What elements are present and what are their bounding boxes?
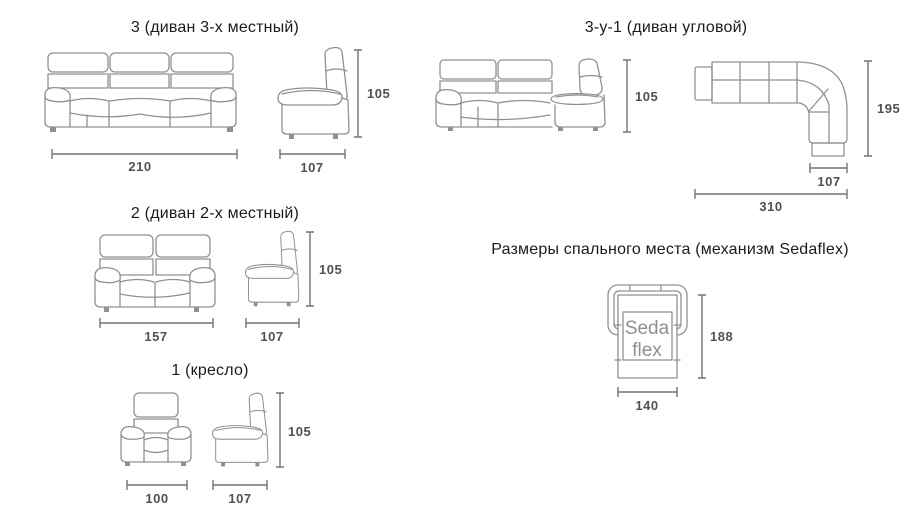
sofa3-height-label: 105 [367,86,390,101]
armchair-depth-dimension-line [212,480,268,490]
sofa2-height-label: 105 [319,262,342,277]
sofa2-depth-dimension-line [245,318,300,328]
armchair-front-view: 100 [120,392,192,506]
armchair-side-view: 105 107 [212,392,311,506]
corner-plan-depth-dimension-line [864,60,872,157]
sofa3-width-dimension-line [51,149,238,159]
armchair-title: 1 (кресло) [171,362,249,379]
sofa3-side-view: 105 107 [277,46,390,175]
sofa3-depth-label: 107 [300,160,323,175]
sedaflex-length-dimension-line [698,294,706,379]
armchair-width-label: 100 [145,491,168,506]
corner-sofa-plan-view: 195 107 310 [694,60,900,214]
corner-height-label: 105 [635,89,658,104]
armchair-depth-label: 107 [228,491,251,506]
sofa2-depth-label: 107 [260,329,283,344]
sofa2-width-dimension-line [99,318,214,328]
sedaflex-width-label: 140 [635,398,658,413]
sofa3-height-dimension-line [354,49,362,138]
armchair-width-dimension-line [126,480,188,490]
corner-total-width-dimension-line [694,189,848,199]
corner-sofa-front-view: 105 [435,58,658,133]
sofa2-title: 2 (диван 2-х местный) [130,205,300,222]
sedaflex-width-dimension-line [617,387,678,397]
sofa2-side-view: 105 107 [244,230,342,344]
sofa3-depth-dimension-line [279,149,346,159]
sofa2-side-drawing [244,230,300,307]
sofa3-width-label: 210 [128,159,151,174]
corner-section-width-label: 107 [817,174,840,189]
sedaflex-brand-line1: Seda [625,318,670,339]
armchair-front-drawing [120,392,192,466]
sofa3-front-drawing [44,52,237,132]
sedaflex-length-label: 188 [710,329,733,344]
sofa3-front-view: 210 [44,52,238,174]
corner-sofa-front-drawing [435,58,606,131]
corner-section-width-dimension-line [809,163,848,173]
corner-sofa-title: 3-у-1 (диван угловой) [584,19,748,36]
sofa3-title: 3 (диван 3-х местный) [130,19,300,36]
sofa2-front-view: 157 [94,234,216,344]
sedaflex-brand-line2: flex [632,340,662,361]
armchair-side-drawing [212,392,269,467]
sofa2-front-drawing [94,234,216,312]
sedaflex-drawing: Seda flex [607,284,688,379]
sedaflex-title: Размеры спального места (механизм Sedafl… [491,241,849,258]
armchair-height-label: 105 [288,424,311,439]
sofa2-height-dimension-line [306,231,314,307]
sedaflex-plan-view: Seda flex 188 140 [607,284,733,413]
corner-plan-depth-label: 195 [877,101,900,116]
armchair-height-dimension-line [276,392,284,468]
sofa3-side-drawing [277,46,350,140]
corner-sofa-plan-drawing [694,61,848,157]
sofa2-width-label: 157 [144,329,167,344]
corner-height-dimension-line [623,59,631,133]
corner-total-width-label: 310 [759,199,782,214]
